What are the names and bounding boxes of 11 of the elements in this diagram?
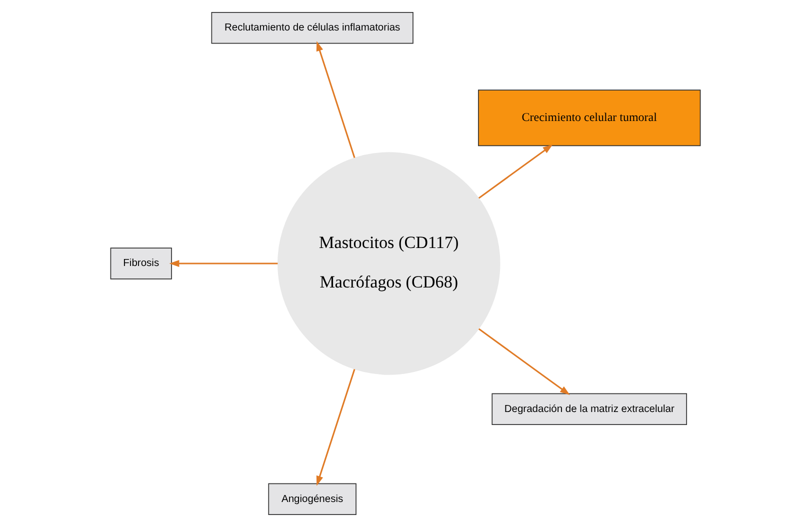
- node-box: Angiogénesis: [268, 482, 356, 514]
- arrow: [478, 328, 570, 395]
- node-box: Reclutamiento de células inflamatorias: [211, 12, 414, 44]
- arrow: [169, 260, 278, 266]
- node-circle: Mastocitos (CD117) Macrófagos (CD68): [278, 152, 500, 374]
- arrow: [316, 368, 356, 486]
- arrow: [478, 144, 553, 198]
- node-box: Degradación de la matriz extracelular: [492, 392, 688, 424]
- arrow: [316, 40, 356, 158]
- node-box: Crecimiento celular tumoral: [478, 89, 701, 146]
- node-box: Fibrosis: [110, 247, 172, 279]
